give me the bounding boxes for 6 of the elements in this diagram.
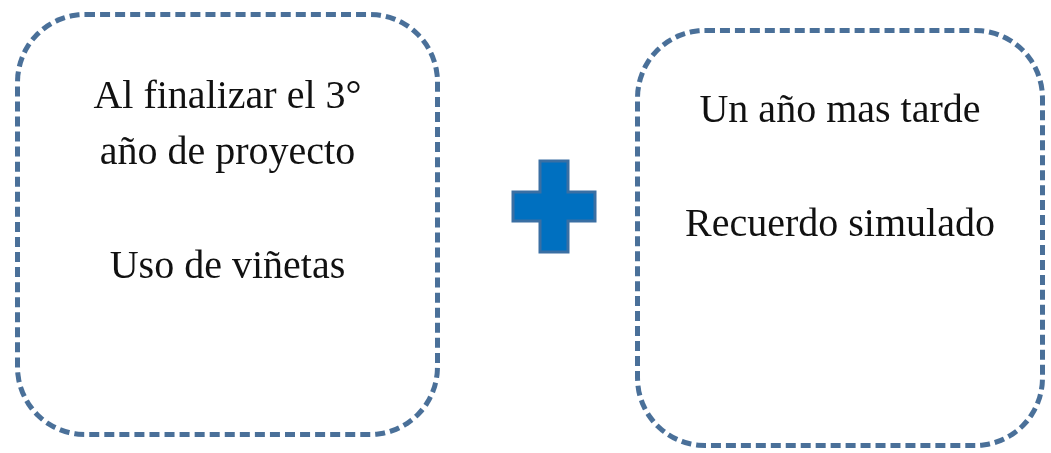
dashed-rounded-box [635, 28, 1045, 448]
box-text: Un año mas tarde [699, 85, 981, 133]
box-text: Recuerdo simulado [685, 199, 995, 247]
dashed-rounded-box [15, 12, 440, 437]
box-text: Uso de viñetas [109, 241, 346, 289]
box-text: Al finalizar el 3° año de proyecto [92, 71, 363, 175]
